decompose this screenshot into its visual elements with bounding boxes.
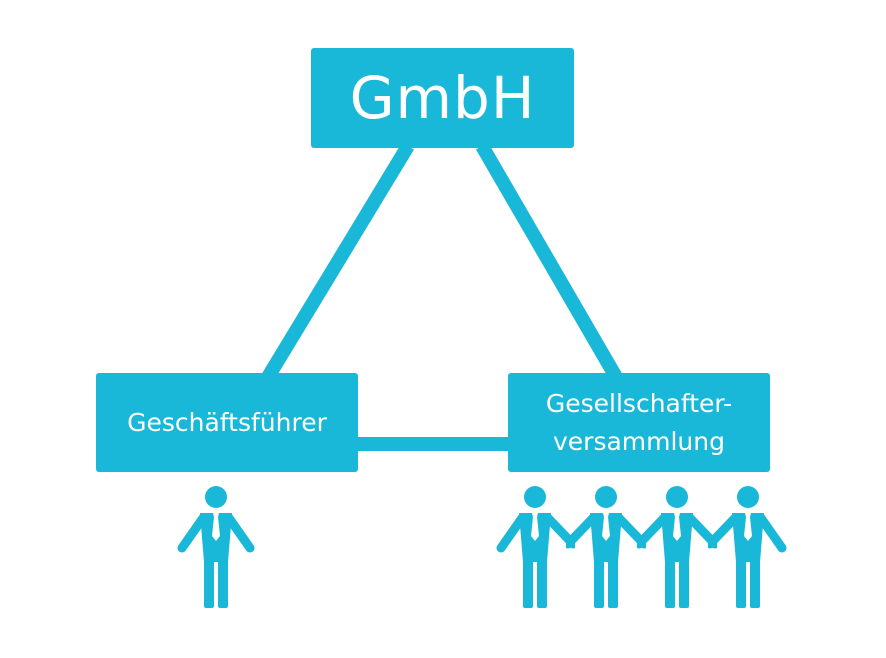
person-icon <box>705 486 788 610</box>
person-icon <box>495 486 578 610</box>
geschaeftsfuehrer-label: Geschäftsführer <box>127 408 327 437</box>
person-icon <box>634 486 720 610</box>
person-icon <box>563 486 649 610</box>
gmbh-node: GmbH <box>311 48 574 148</box>
person-icon <box>176 486 256 610</box>
gesellschafterversammlung-label-line1: Gesellschafter- <box>545 388 733 418</box>
gesellschafterversammlung-label-line2: versammlung <box>552 426 725 456</box>
geschaeftsfuehrer-node: Geschäftsführer <box>96 373 358 472</box>
gesellschafterversammlung-node: Gesellschafter- versammlung <box>508 373 770 472</box>
edge-gmbh-gesellschafterversammlung <box>475 142 623 381</box>
gmbh-label: GmbH <box>349 64 536 132</box>
edge-gmbh-geschaeftsfuehrer <box>262 142 414 381</box>
